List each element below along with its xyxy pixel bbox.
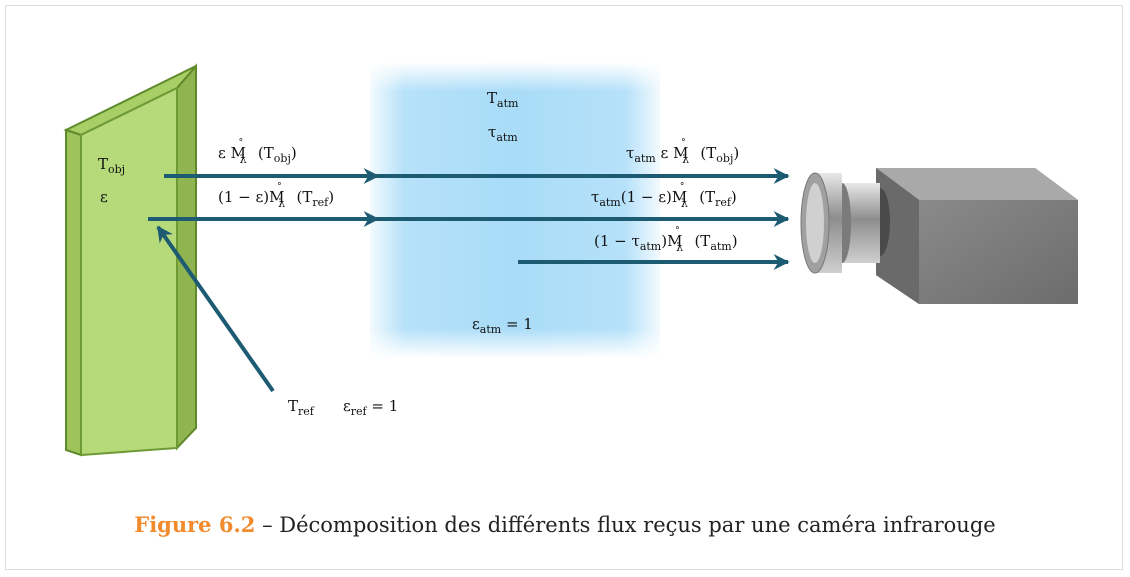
figure-number: Figure 6.2 — [134, 512, 256, 537]
figure-caption: Figure 6.2 – Décomposition des différent… — [0, 512, 1130, 537]
label-flux-ref-reflected: (1 − ε)M°λ(Tref) — [218, 182, 335, 210]
label-flux-atm-emitted: (1 − τatm)M°λ(Tatm) — [594, 226, 738, 254]
atmosphere-band — [370, 62, 660, 358]
object-plate — [63, 63, 197, 457]
infrared-camera — [800, 168, 1078, 304]
label-t-obj: Tobj — [98, 155, 126, 176]
label-t-atm: Tatm — [487, 89, 519, 110]
label-flux-obj-emitted: ε M°λ(Tobj) — [218, 138, 297, 166]
label-flux-obj-transmitted: τatm ε M°λ(Tobj) — [626, 138, 740, 166]
label-epsilon: ε — [100, 188, 108, 206]
label-t-ref: Tref — [288, 397, 314, 418]
label-flux-ref-transmitted: τatm(1 − ε)M°λ(Tref) — [591, 182, 737, 210]
caption-text: – Décomposition des différents flux reçu… — [255, 513, 996, 537]
label-tau-atm: τatm — [488, 123, 518, 144]
label-eps-ref: εref = 1 — [343, 397, 399, 418]
label-eps-atm: εatm = 1 — [472, 315, 533, 336]
flux-arrow-ref-incident — [156, 225, 275, 393]
